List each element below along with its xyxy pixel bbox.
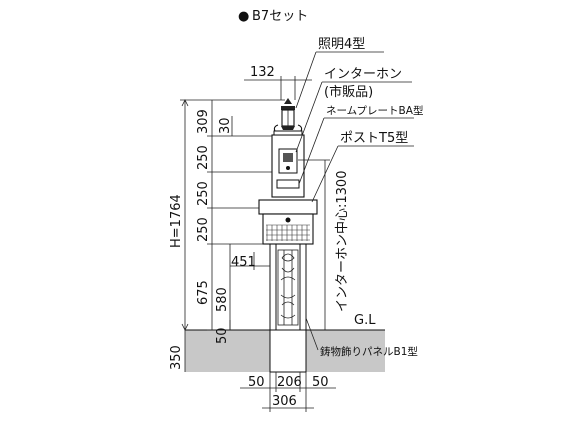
dim-675-label: 675 xyxy=(196,280,211,305)
intercom-unit xyxy=(278,148,298,174)
bottom-306-label: 306 xyxy=(272,394,297,409)
bottom-50-right-label: 50 xyxy=(312,375,329,390)
right-post xyxy=(299,242,307,331)
lighting-leader xyxy=(295,51,317,109)
nameplate-leader xyxy=(298,117,325,185)
panel-label: 鋳物飾りパネルB1型 xyxy=(320,345,418,358)
lighting-label: 照明4型 xyxy=(318,37,365,52)
bottom-50-left-label: 50 xyxy=(248,375,265,390)
total-height-label: H=1764 xyxy=(169,194,184,248)
dim-250c-label: 250 xyxy=(196,217,211,242)
post-label: ポストT5型 xyxy=(340,131,408,146)
nameplate-label: ネームプレートBA型 xyxy=(326,104,423,117)
intercom-center-label: インターホン中心:1300 xyxy=(335,171,350,312)
page-title: B7セット xyxy=(252,9,308,24)
panel-leader xyxy=(305,317,319,351)
intercom-label-line1: インターホン xyxy=(324,67,402,82)
dim-580-label: 580 xyxy=(215,287,230,312)
title-bullet: ● xyxy=(238,9,249,24)
dim-309-label: 309 xyxy=(196,109,211,134)
dim-50-inner-label: 50 xyxy=(215,327,230,344)
dim-451-label: 451 xyxy=(231,255,256,270)
lamp-fixture xyxy=(273,98,303,136)
decorative-panel xyxy=(277,249,299,326)
nameplate xyxy=(276,179,300,189)
dim-250b-label: 250 xyxy=(196,181,211,206)
bottom-206-label: 206 xyxy=(277,375,302,390)
intercom-label-line2: (市販品) xyxy=(324,84,373,100)
mailbox xyxy=(258,199,318,245)
pillar-foundation xyxy=(269,329,307,373)
depth-350-label: 350 xyxy=(169,345,184,370)
lamp-width-label: 132 xyxy=(250,65,275,80)
left-post xyxy=(269,242,277,331)
intercom-leader xyxy=(295,81,323,153)
dim-30-label: 30 xyxy=(218,117,233,134)
gl-label: G.L xyxy=(354,313,376,328)
dim-250a-label: 250 xyxy=(196,145,211,170)
